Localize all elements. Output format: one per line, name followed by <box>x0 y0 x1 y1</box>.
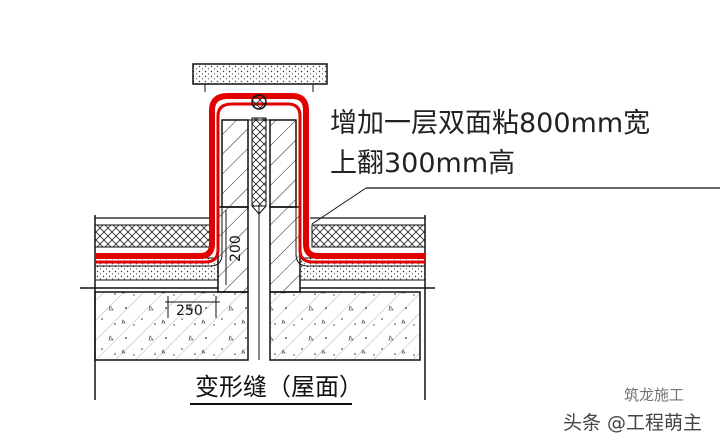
joint-filler <box>251 117 267 207</box>
left-upstand-lower <box>217 206 249 293</box>
diagram-caption: 变形缝（屋面） <box>195 373 363 401</box>
right-upstand-brick <box>269 119 297 208</box>
backer-rod <box>251 94 267 110</box>
dimension-250: 250 <box>165 296 220 319</box>
dimension-250-label: 250 <box>176 303 203 319</box>
dimension-200-label: 200 <box>228 235 244 262</box>
watermark: 头条 @工程萌主 <box>563 412 703 434</box>
watermark-small: 筑龙施工 <box>624 386 685 404</box>
callout-leader <box>311 187 720 225</box>
left-concrete-slab <box>94 291 249 361</box>
callout-line-1: 增加一层双面粘800mm宽 <box>330 108 651 139</box>
left-upstand-brick <box>221 119 249 208</box>
cover-slab <box>192 63 328 92</box>
callout-line-2: 上翻300mm高 <box>330 148 516 179</box>
right-concrete-slab <box>269 291 421 361</box>
dimension-200: 200 <box>225 210 244 285</box>
